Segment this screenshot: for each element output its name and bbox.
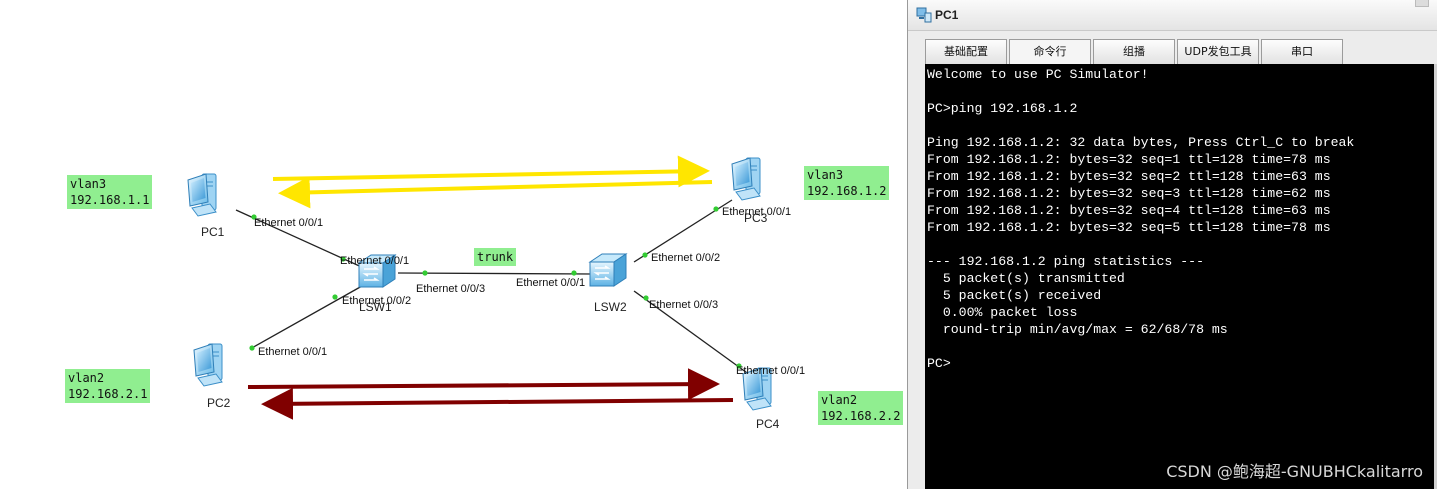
console-prompt-line: PC> bbox=[927, 356, 951, 371]
window-control[interactable] bbox=[1415, 0, 1429, 7]
link-lsw2-pc4[interactable] bbox=[633, 290, 751, 376]
console-line bbox=[927, 236, 1437, 253]
console-line: round-trip min/avg/max = 62/68/78 ms bbox=[927, 322, 1228, 337]
watermark: CSDN @鲍海超-GNUBHCkalitarro bbox=[1166, 462, 1423, 481]
pc2-icon[interactable] bbox=[193, 343, 223, 387]
vlan2-arrow-right bbox=[247, 368, 720, 401]
window-titlebar[interactable]: PC1 bbox=[908, 0, 1437, 31]
port-label-pc1-e001: Ethernet 0/0/1 bbox=[254, 217, 323, 229]
note-trunk[interactable]: trunk bbox=[474, 248, 517, 266]
window-title: PC1 bbox=[935, 8, 959, 22]
pc3-label: PC3 bbox=[744, 211, 768, 225]
console-line: 0.00% packet loss bbox=[927, 305, 1078, 320]
note-pc2-vlan[interactable]: vlan2 192.168.2.1 bbox=[65, 369, 151, 403]
console-line bbox=[927, 117, 1437, 134]
port-label-lsw2-e002: Ethernet 0/0/2 bbox=[651, 252, 720, 264]
console-line: From 192.168.1.2: bytes=32 seq=1 ttl=128… bbox=[927, 152, 1331, 167]
lsw1-label: LSW1 bbox=[359, 300, 392, 314]
tab-serial[interactable]: 串口 bbox=[1261, 39, 1343, 64]
port-label-lsw1-e002: Ethernet 0/0/2 bbox=[342, 295, 411, 307]
pc-app-icon bbox=[916, 7, 932, 23]
port-label-lsw1-e001: Ethernet 0/0/1 bbox=[340, 255, 409, 267]
pc4-label: PC4 bbox=[756, 417, 780, 431]
console-line: From 192.168.1.2: bytes=32 seq=5 ttl=128… bbox=[927, 220, 1331, 235]
console-line: Welcome to use PC Simulator! bbox=[927, 67, 1149, 82]
console-line: --- 192.168.1.2 ping statistics --- bbox=[927, 254, 1204, 269]
console-line: PC>ping 192.168.1.2 bbox=[927, 101, 1078, 116]
note-pc3-vlan[interactable]: vlan3 192.168.1.2 bbox=[804, 166, 890, 200]
pc2-label: PC2 bbox=[207, 396, 231, 410]
port-label-pc3-e001: Ethernet 0/0/1 bbox=[722, 206, 791, 218]
port-label-pc2-e001: Ethernet 0/0/1 bbox=[258, 346, 327, 358]
console-line: 5 packet(s) transmitted bbox=[927, 271, 1125, 286]
console-line: From 192.168.1.2: bytes=32 seq=3 ttl=128… bbox=[927, 186, 1331, 201]
console-line bbox=[927, 338, 1437, 355]
link-lsw1-lsw2[interactable] bbox=[397, 272, 593, 275]
lsw2-label: LSW2 bbox=[594, 300, 627, 314]
port-label-lsw2-e003: Ethernet 0/0/3 bbox=[649, 299, 718, 311]
console-line bbox=[927, 83, 1437, 100]
command-console[interactable]: Welcome to use PC Simulator! PC>ping 192… bbox=[925, 64, 1437, 489]
vlan3-arrow-left bbox=[278, 176, 713, 209]
tab-udp-tool[interactable]: UDP发包工具 bbox=[1177, 39, 1259, 64]
console-line: From 192.168.1.2: bytes=32 seq=4 ttl=128… bbox=[927, 203, 1331, 218]
console-line: From 192.168.1.2: bytes=32 seq=2 ttl=128… bbox=[927, 169, 1331, 184]
console-line: Ping 192.168.1.2: 32 data bytes, Press C… bbox=[927, 135, 1355, 150]
tab-command-line[interactable]: 命令行 bbox=[1009, 39, 1091, 64]
pc-simulator-window: PC1 基础配置 命令行 组播 UDP发包工具 串口 Welcome to us… bbox=[907, 0, 1437, 489]
tab-multicast[interactable]: 组播 bbox=[1093, 39, 1175, 64]
port-label-pc4-e001: Ethernet 0/0/1 bbox=[736, 365, 805, 377]
note-pc4-vlan[interactable]: vlan2 192.168.2.2 bbox=[818, 391, 904, 425]
tab-basic-config[interactable]: 基础配置 bbox=[925, 39, 1007, 64]
link-pc2-lsw1[interactable] bbox=[249, 285, 363, 350]
vlan2-arrow-left bbox=[261, 387, 734, 420]
pc1-icon[interactable] bbox=[187, 173, 217, 217]
pc3-icon[interactable] bbox=[731, 157, 761, 201]
vlan3-arrow-right bbox=[272, 155, 710, 188]
pc1-label: PC1 bbox=[201, 225, 225, 239]
port-label-lsw2-e001: Ethernet 0/0/1 bbox=[516, 277, 585, 289]
note-pc1-vlan[interactable]: vlan3 192.168.1.1 bbox=[67, 175, 153, 209]
port-label-lsw1-e003: Ethernet 0/0/3 bbox=[416, 283, 485, 295]
lsw2-icon[interactable] bbox=[589, 253, 627, 287]
console-line: 5 packet(s) received bbox=[927, 288, 1102, 303]
console-scrollbar[interactable] bbox=[1434, 64, 1437, 489]
topology-canvas: PC1 PC2 PC3 PC4 LSW1 LSW2 Ethernet 0/0/1… bbox=[187, 155, 805, 431]
port-dots bbox=[249, 206, 742, 369]
